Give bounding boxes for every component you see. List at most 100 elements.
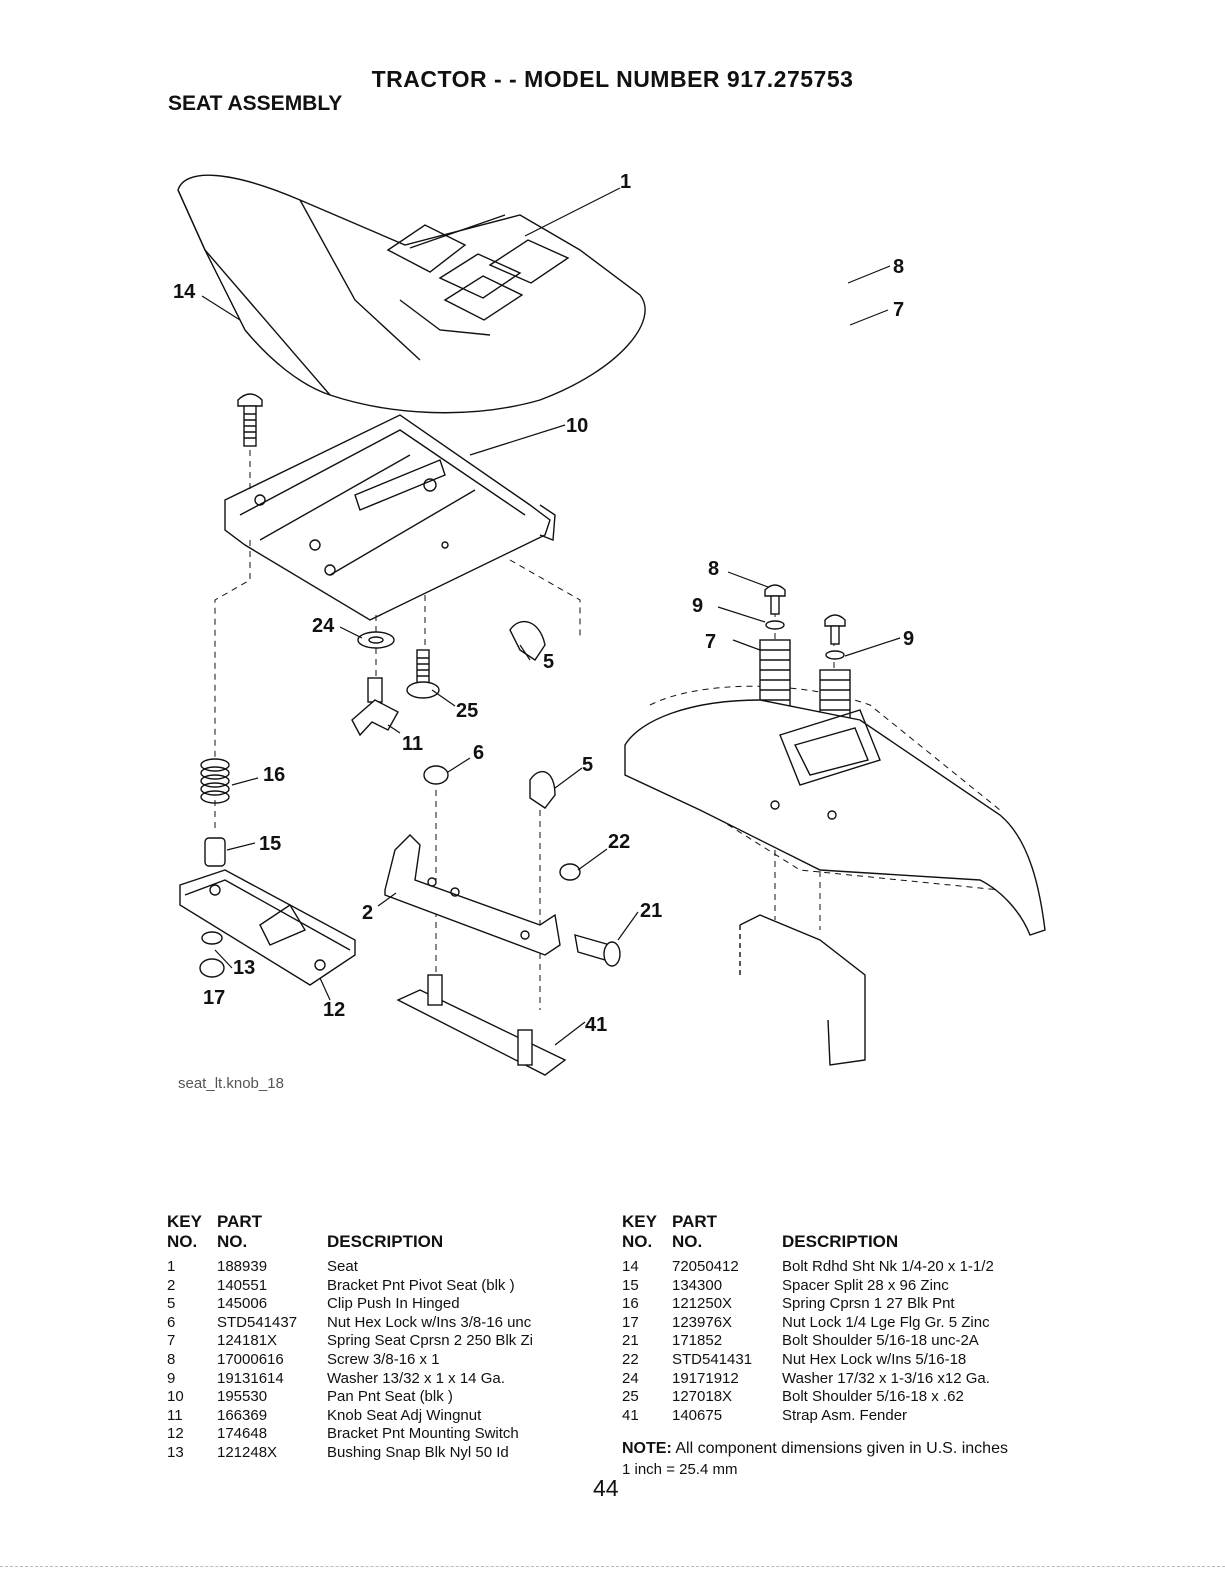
callout-15: 15 [259,833,281,855]
callout-1: 1 [620,171,631,193]
callout-9a: 9 [692,595,703,617]
part-no-cell: 166369 [217,1406,268,1424]
callout-14: 14 [173,281,196,303]
callout-25: 25 [456,700,478,722]
exploded-parts-diagram: 1 14 10 8 9 8 9 7 7 24 5 25 11 16 6 5 15… [173,171,1046,1076]
callout-17: 17 [203,987,225,1009]
part-no-cell: 124181X [217,1332,278,1350]
key-no-cell: 11 [167,1406,183,1424]
callout-12: 12 [323,999,345,1021]
key-no-cell: 15 [622,1276,639,1294]
part-no-cell: 17000616 [217,1350,284,1368]
key-no-cell: 2 [167,1276,176,1294]
section-title: SEAT ASSEMBLY [168,92,343,115]
key-no-cell: 9 [167,1369,176,1387]
description-cell: Bolt Shoulder 5/16-18 x .62 [782,1388,964,1406]
key-no-cell: 8 [167,1350,176,1368]
table-row: 7 124181X Spring Seat Cprsn 2 250 Blk Zi [167,1332,533,1351]
description-cell: Spring Seat Cprsn 2 250 Blk Zi [327,1332,533,1350]
key-no-cell: 41 [622,1406,639,1424]
knob-11-part [351,677,399,737]
part-no-cell: 188939 [217,1258,268,1275]
key-no-cell: 5 [167,1295,176,1313]
key-no-cell: 21 [622,1332,639,1350]
callout-21: 21 [640,900,662,922]
callout-22: 22 [608,831,630,853]
table-row: 10 195530 Pan Pnt Seat (blk ) [167,1388,533,1407]
strap-41-part [396,974,567,1076]
unit-conversion: 1 inch = 25.4 mm [622,1461,738,1478]
spring-16-part [200,758,230,804]
part-no-cell: 121248X [217,1443,278,1461]
key-no-cell: 7 [167,1332,176,1350]
description-cell: Screw 3/8-16 x 1 [327,1350,440,1368]
callout-10: 10 [566,415,588,437]
description-cell: Nut Hex Lock w/Ins 5/16-18 [782,1350,967,1368]
description-cell: Bushing Snap Blk Nyl 50 Id [327,1443,509,1461]
part-no-cell: STD541437 [217,1313,298,1331]
description-cell: Clip Push In Hinged [327,1295,460,1313]
callout-16: 16 [263,764,285,786]
part-no-cell: 127018X [672,1388,733,1406]
part-no-cell: 72050412 [672,1258,739,1275]
part-no-cell: 140551 [217,1276,268,1294]
dimension-note: NOTE: All component dimensions given in … [622,1440,1008,1457]
callout-2: 2 [362,902,373,924]
figure-id: seat_lt.knob_18 [178,1075,284,1092]
callout-8a: 8 [708,558,719,580]
callout-6: 6 [473,742,484,764]
bolt-14-part [237,393,263,447]
key-no-cell: 10 [167,1388,184,1406]
description-cell: Washer 13/32 x 1 x 14 Ga. [327,1369,505,1387]
description-cell: Pan Pnt Seat (blk ) [327,1388,453,1406]
key-no-cell: 24 [622,1369,639,1387]
page-number: 44 [593,1475,619,1501]
table-row: 13 121248X Bushing Snap Blk Nyl 50 Id [167,1444,533,1463]
key-no-cell: 13 [167,1443,184,1461]
callout-24: 24 [312,615,335,637]
key-no-cell: 25 [622,1388,639,1406]
part-no-cell: 140675 [672,1406,723,1424]
key-no-cell: 6 [167,1313,176,1331]
part-no-cell: 171852 [672,1332,723,1350]
callout-5a: 5 [543,651,554,673]
part-no-cell: 121250X [672,1295,733,1313]
page-bottom-rule [0,1566,1225,1567]
fender-part [624,699,1046,1066]
table-row: 25 127018X Bolt Shoulder 5/16-18 x .62 [622,1388,994,1407]
key-no-cell: 17 [622,1313,639,1331]
description-header: DESCRIPTION [327,1232,444,1251]
key-no-cell: 14 [622,1258,639,1275]
table-row: 21 171852 Bolt Shoulder 5/16-18 unc-2A [622,1332,994,1351]
description-cell: Seat [327,1258,358,1275]
description-cell: Bolt Shoulder 5/16-18 unc-2A [782,1332,979,1350]
callout-5b: 5 [582,754,593,776]
part-no-cell: 174648 [217,1425,268,1443]
key-no-cell: 1 [167,1258,176,1275]
callout-7b: 7 [893,299,904,321]
part-no-cell: 19131614 [217,1369,284,1387]
callout-8b: 8 [893,256,904,278]
seat-pan-part [224,414,556,621]
description-cell: Spacer Split 28 x 96 Zinc [782,1276,949,1294]
description-header: DESCRIPTION [782,1232,899,1251]
description-cell: Nut Lock 1/4 Lge Flg Gr. 5 Zinc [782,1313,990,1331]
bolt-25-part [406,649,440,699]
part-no-cell: 195530 [217,1388,268,1406]
